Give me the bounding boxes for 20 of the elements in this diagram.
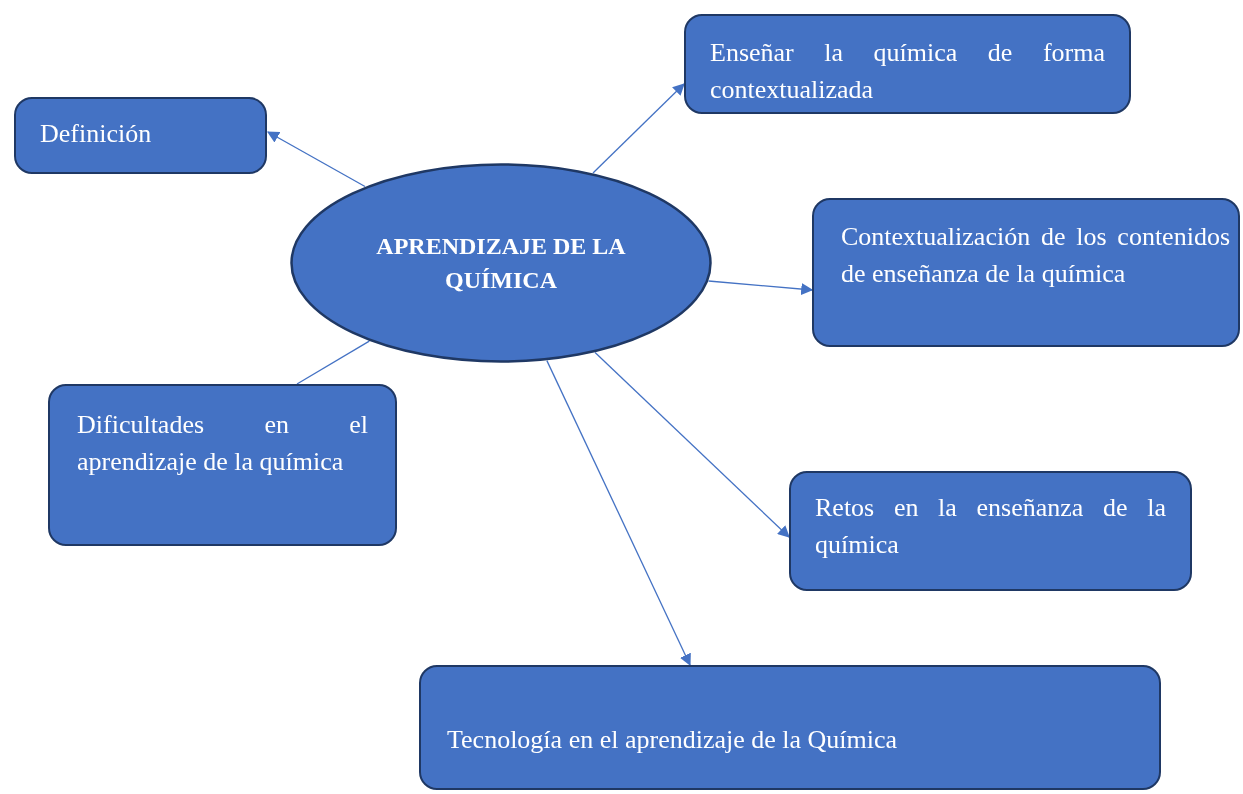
arrow bbox=[266, 131, 366, 188]
concept-text: Dificultades en el aprendizaje de la química bbox=[77, 409, 368, 478]
concept-text: Contextualización de los contenidos de enseñanza de la química bbox=[841, 221, 1230, 290]
topic-ellipse bbox=[290, 163, 712, 363]
concept-text: Definición bbox=[40, 118, 153, 150]
concept-box bbox=[419, 665, 1161, 790]
topic-title: APRENDIZAJE DE LA QUÍMICA bbox=[376, 232, 626, 295]
concept-text: Retos en la enseñanza de la química bbox=[815, 492, 1166, 561]
arrow bbox=[592, 83, 685, 174]
concept-text: Enseñar la química de forma contextualizada bbox=[710, 37, 1105, 106]
connector-line bbox=[296, 340, 370, 385]
concept-box bbox=[812, 198, 1240, 347]
concept-box bbox=[789, 471, 1192, 591]
concept-box bbox=[14, 97, 267, 174]
concept-box bbox=[48, 384, 397, 546]
arrow bbox=[546, 359, 691, 667]
arrow bbox=[594, 351, 790, 538]
concept-text: Tecnología en el aprendizaje de la Química bbox=[447, 724, 899, 756]
arrow bbox=[707, 280, 814, 296]
concept-box bbox=[684, 14, 1131, 114]
